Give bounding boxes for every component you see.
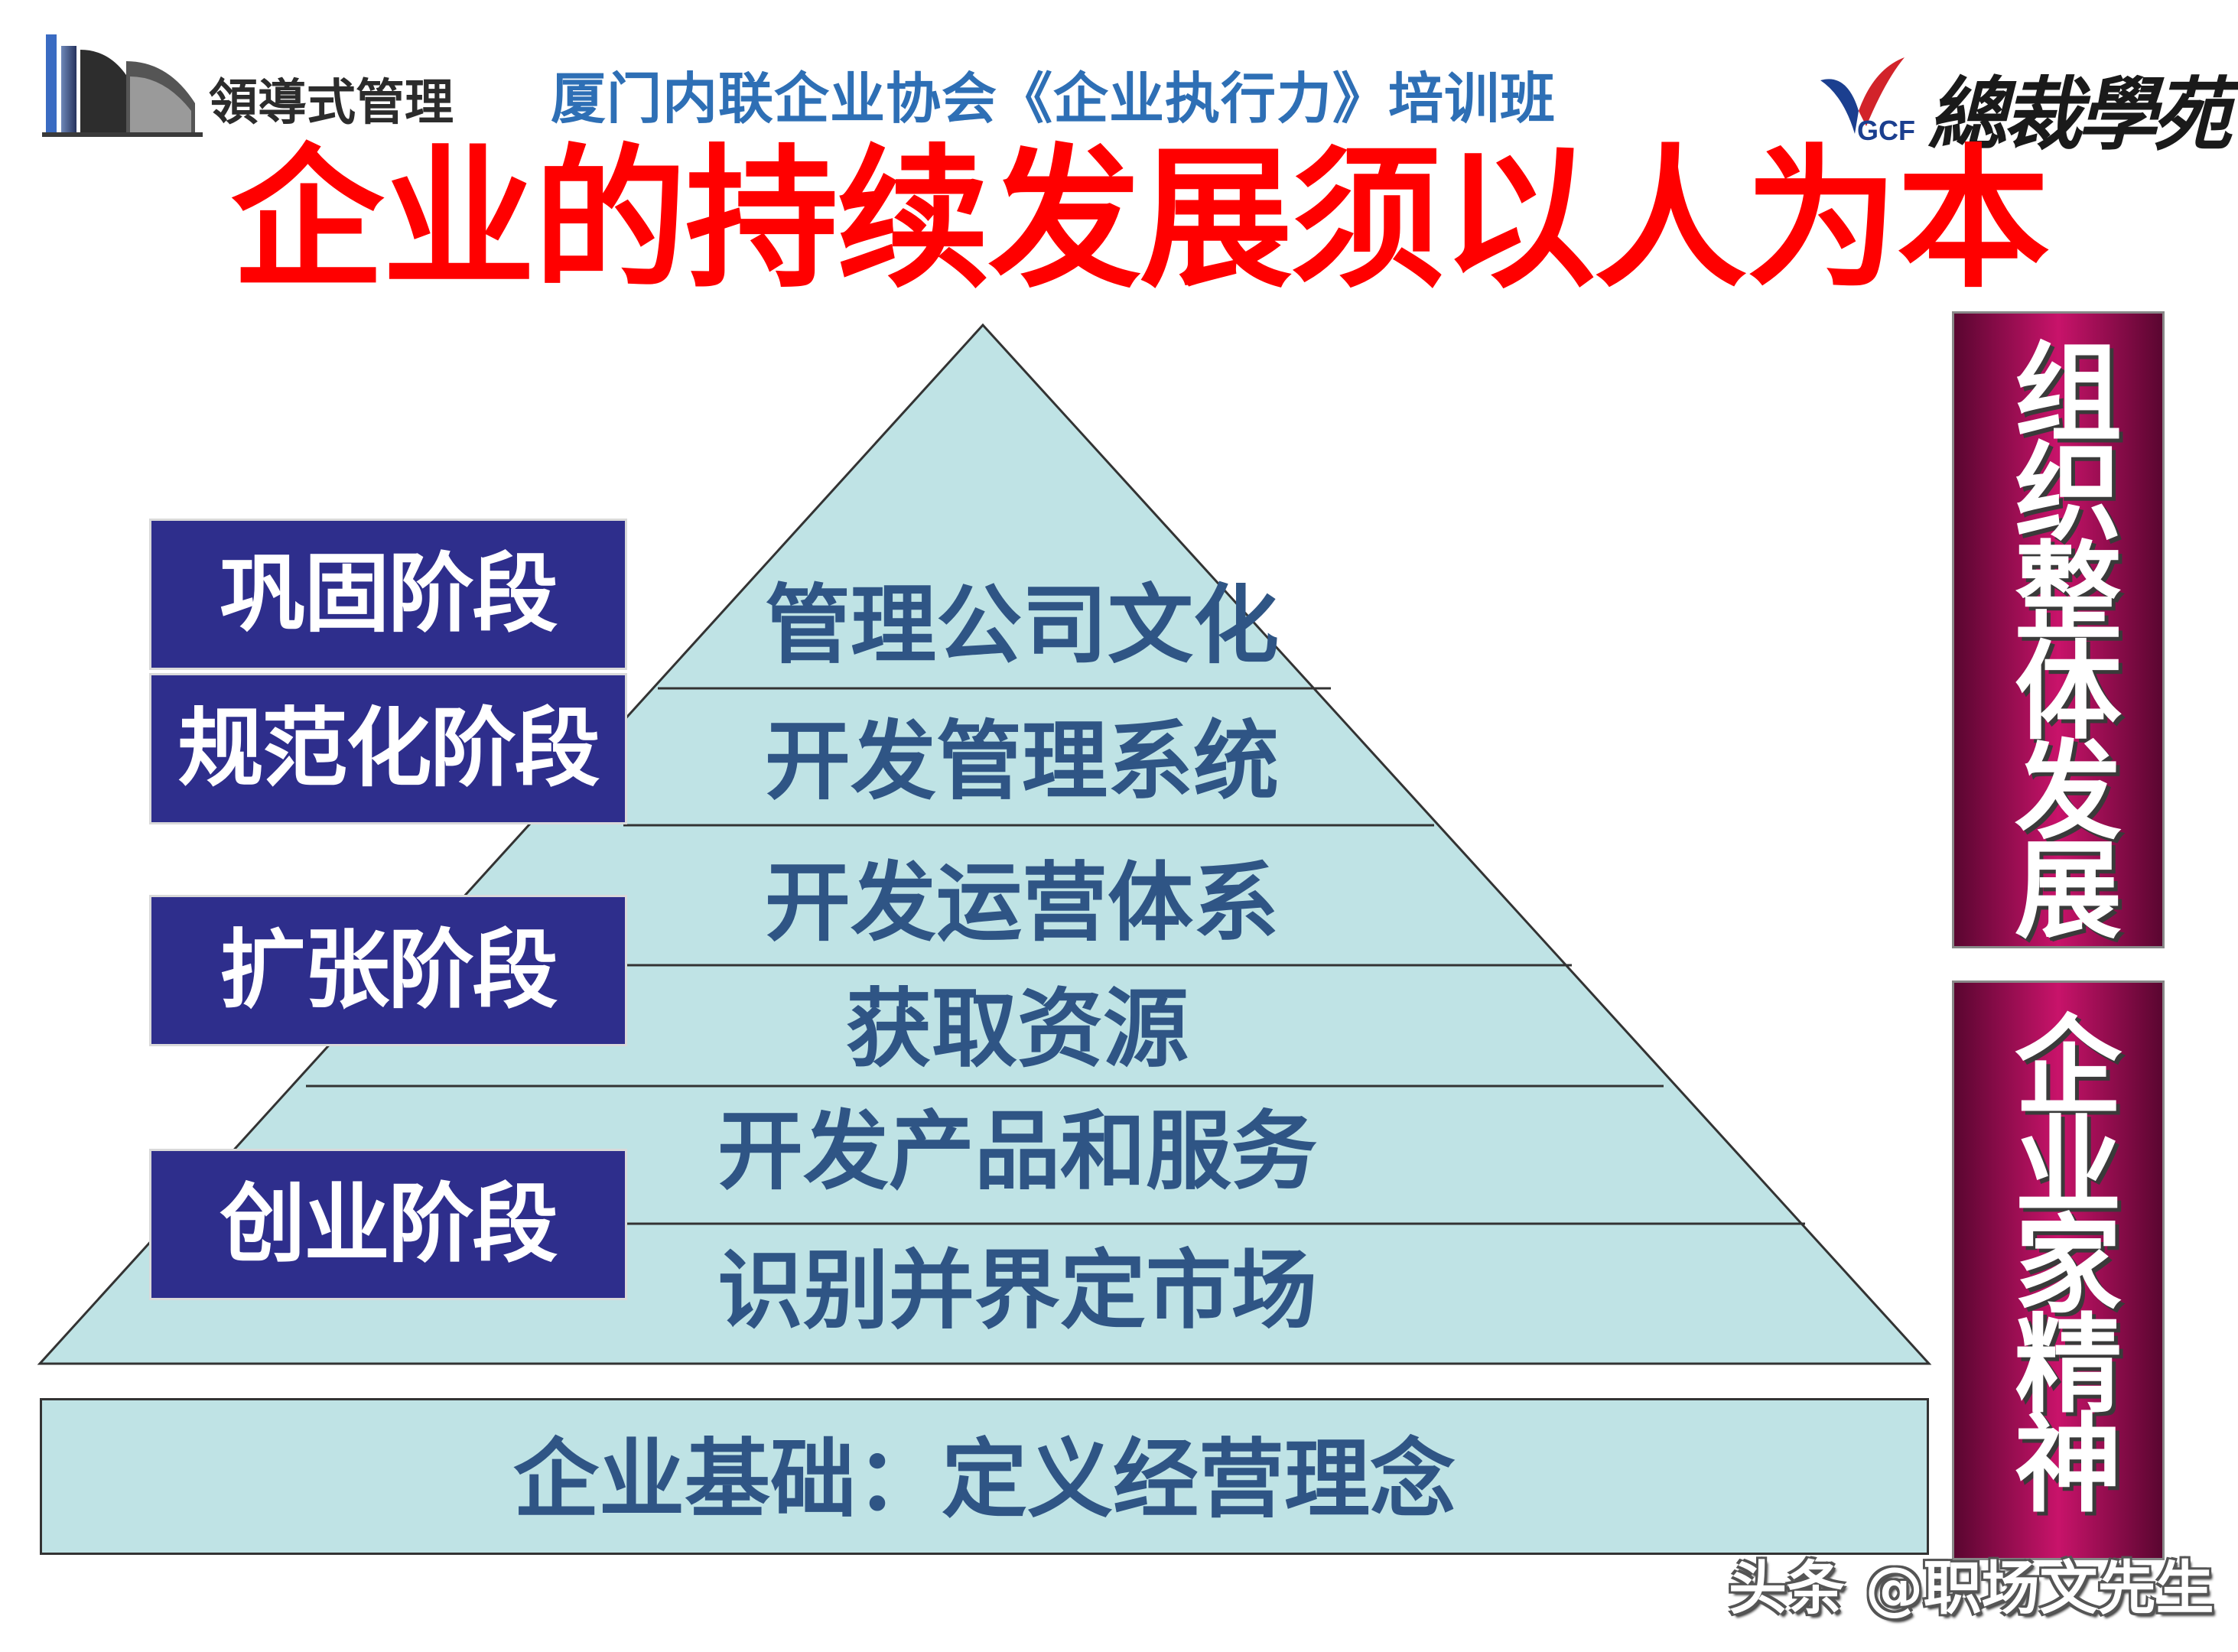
right-logo-text: 總裁學苑 — [1927, 67, 2232, 161]
stage-standardization-box: 规范化阶段 — [149, 673, 627, 824]
foundation-box: 企业基础：定义经营理念 — [40, 1398, 1929, 1555]
organization-development-bar: 组织整体发展 — [1952, 311, 2165, 948]
building-logo-icon — [42, 34, 203, 137]
entrepreneurship-bar: 企业家精神 — [1952, 980, 2165, 1560]
stage-label: 扩张阶段 — [220, 921, 558, 1020]
side-bar-label: 企业家精神 — [1996, 1010, 2121, 1507]
stage-consolidation-box: 巩固阶段 — [149, 519, 627, 670]
pyramid-layer-market: 识别并界定市场 — [717, 1241, 1317, 1341]
stage-label: 巩固阶段 — [220, 545, 558, 644]
watermark-text: 头条 @职场文先生 — [1729, 1554, 2214, 1622]
leadership-management-logo: 領導式管理 — [42, 19, 470, 149]
stage-startup-box: 创业阶段 — [149, 1149, 627, 1300]
pyramid-layer-resources: 获取资源 — [846, 980, 1189, 1079]
stage-expansion-box: 扩张阶段 — [149, 895, 627, 1046]
pyramid-shape — [37, 323, 1932, 1365]
gcf-logo-icon: GCF — [1820, 57, 1915, 146]
pyramid-layer-products-services: 开发产品和服务 — [717, 1102, 1317, 1202]
pyramid-layer-culture: 管理公司文化 — [765, 576, 1279, 675]
foundation-label: 企业基础：定义经营理念 — [513, 1430, 1456, 1530]
stage-label: 创业阶段 — [220, 1175, 558, 1274]
pyramid-layer-management-system: 开发管理系统 — [765, 712, 1279, 811]
stage-label: 规范化阶段 — [177, 699, 600, 798]
left-logo-text: 領導式管理 — [209, 75, 454, 132]
president-academy-logo: GCF 總裁學苑 — [1813, 42, 2232, 161]
side-bar-label: 组织整体发展 — [1996, 337, 2121, 933]
pyramid-layer-operations-system: 开发运营体系 — [765, 854, 1279, 953]
gcf-mark-text: GCF — [1857, 115, 1915, 146]
training-class-subtitle: 厦门内联企业协会《企业执行力》培训班 — [551, 67, 1557, 131]
main-title: 企业的持续发展须以人为本 — [230, 131, 2050, 309]
